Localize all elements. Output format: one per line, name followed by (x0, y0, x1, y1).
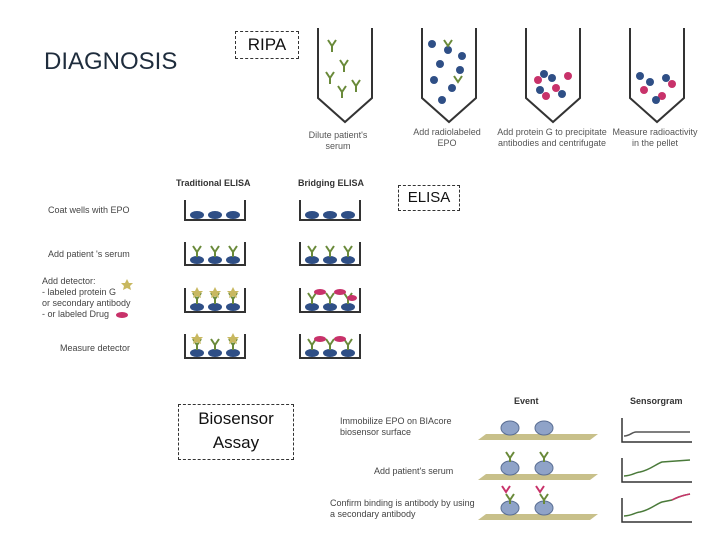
elisa-step-detector: Add detector: (42, 276, 96, 286)
page-title: DIAGNOSIS (44, 48, 178, 75)
sensorgrams (621, 418, 692, 523)
biosensor-header-sensorgram: Sensorgram (630, 396, 683, 406)
elisa-header-traditional: Traditional ELISA (176, 178, 251, 188)
ripa-tube-1 (317, 28, 373, 124)
elisa-step-drug: - or labeled Drug (42, 309, 110, 319)
ripa-step-3: Add protein G to precipitate antibodies … (497, 127, 607, 148)
elisa-step-measure: Measure detector (60, 343, 131, 353)
biosensor-header-event: Event (514, 396, 539, 406)
elisa-detectors (191, 287, 357, 344)
biosensor-secondary (501, 485, 545, 494)
elisa-label: ELISA (398, 185, 460, 211)
elisa-header-bridging: Bridging ELISA (298, 178, 364, 188)
elisa-traditional-wells (184, 200, 246, 359)
elisa-step-secondary: or secondary antibody (42, 298, 131, 308)
elisa-step-coat: Coat wells with EPO (48, 205, 130, 215)
legend-markers (116, 279, 133, 318)
elisa-step-serum: Add patient 's serum (48, 249, 130, 259)
biosensor-antibodies (505, 451, 549, 504)
biosensor-step-2: Add patient's serum (374, 466, 454, 476)
biosensor-chips (478, 434, 598, 520)
biosensor-step-1: Immobilize EPO on BIAcore biosensor surf… (340, 416, 452, 437)
ripa-tube-4 (629, 28, 685, 124)
ripa-tube-3 (525, 28, 581, 124)
elisa-step-protein-g: - labeled protein G (42, 287, 117, 297)
biosensor-label: Biosensor Assay (178, 404, 294, 460)
ripa-step-4: Measure radioactivity in the pellet (612, 127, 698, 148)
ripa-step-2: Add radiolabeled EPO (413, 127, 481, 148)
biosensor-step-3: Confirm binding is antibody by using a s… (330, 498, 475, 519)
ripa-tube-2 (421, 28, 477, 124)
elisa-bridging-wells (299, 200, 361, 359)
ripa-label: RIPA (235, 31, 299, 59)
ripa-step-1: Dilute patient's serum (308, 130, 368, 151)
biosensor-beads (500, 420, 554, 516)
elisa-epo-dots (190, 211, 355, 357)
